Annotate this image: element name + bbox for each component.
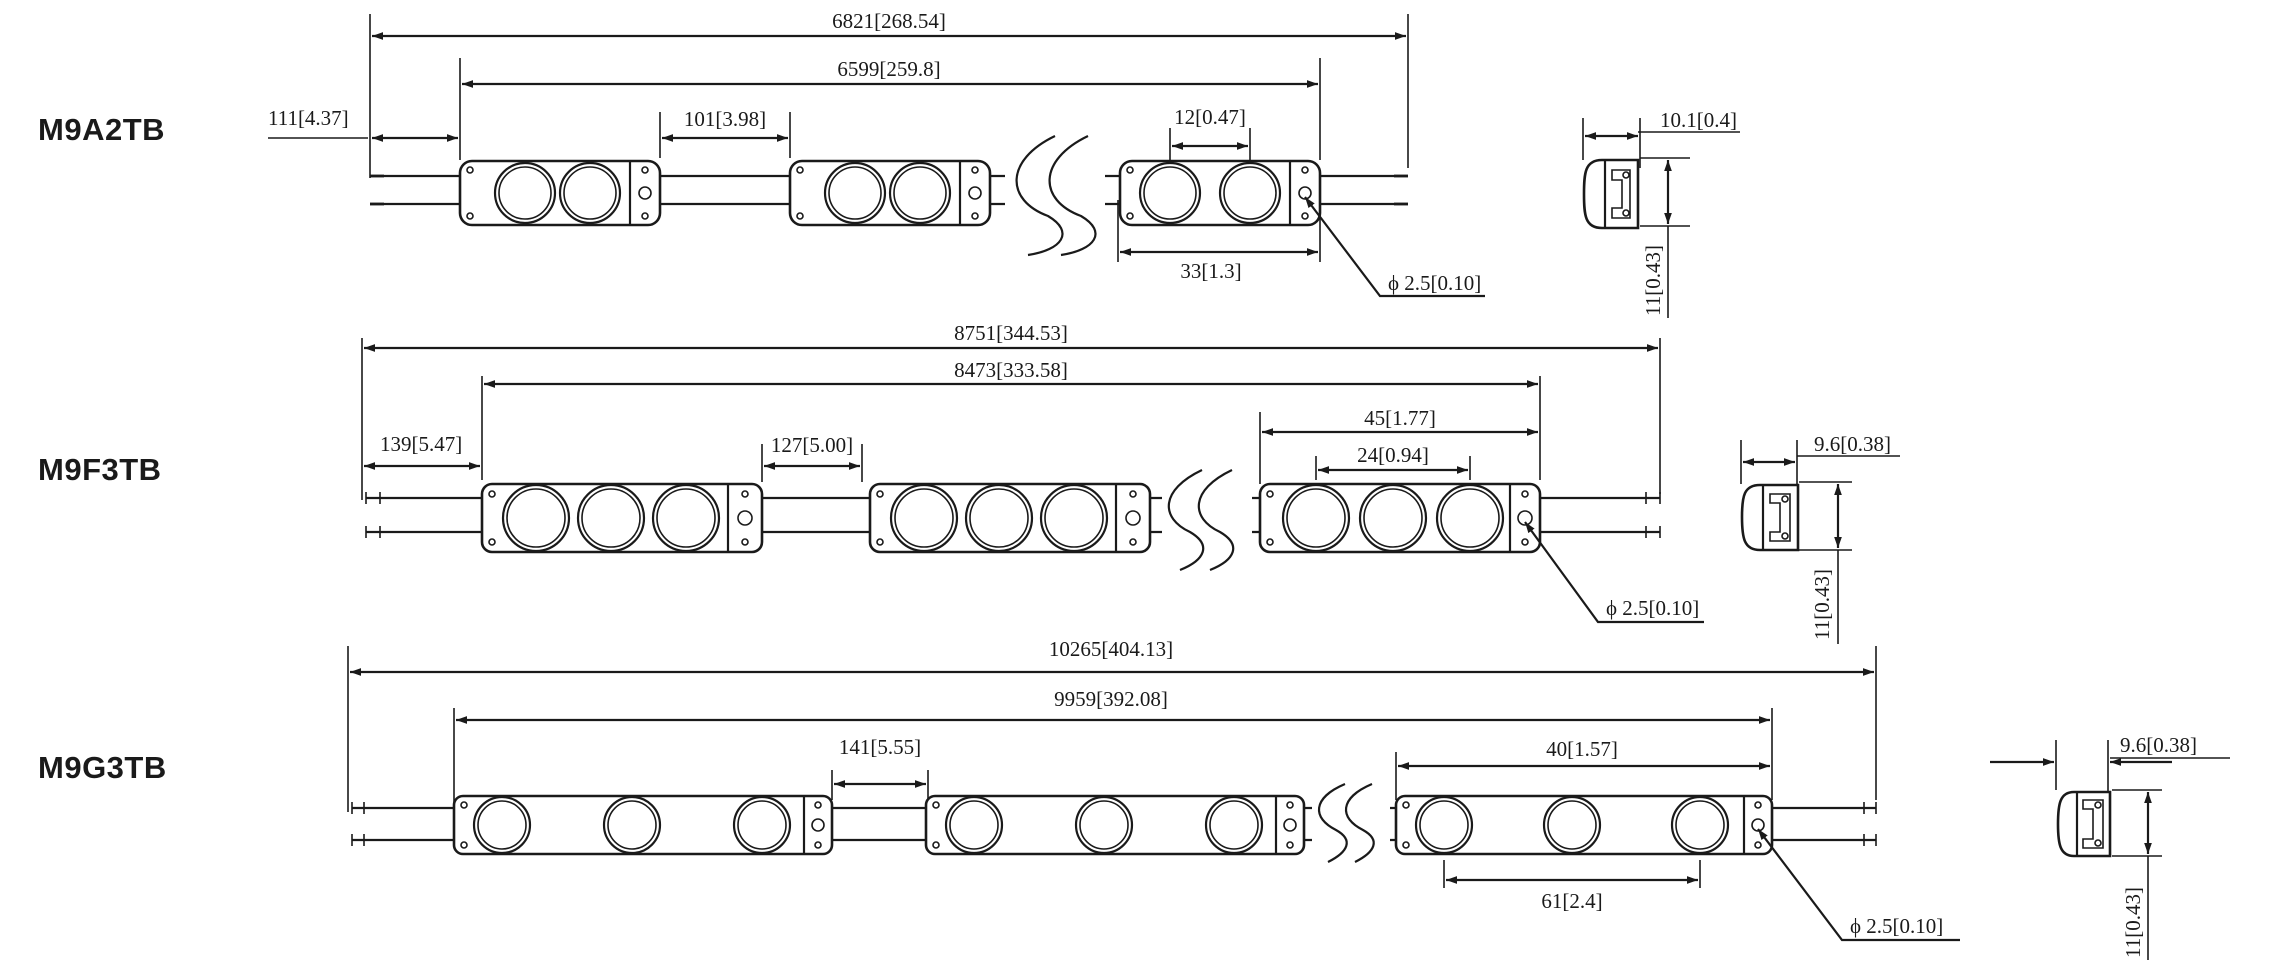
dim-total-f: 8751[344.53]	[954, 321, 1068, 345]
led-module	[924, 794, 1306, 856]
wave-break-icon	[1345, 782, 1375, 863]
dim-side-depth-f: 9.6[0.38]	[1814, 432, 1891, 456]
led-module	[1118, 159, 1322, 227]
dim-side-depth-a: 10.1[0.4]	[1660, 108, 1737, 132]
dim-lens-pitch-f: 24[0.94]	[1357, 443, 1429, 467]
wave-break-icon	[1015, 135, 1064, 257]
dim-lens-pitch-g: 61[2.4]	[1541, 889, 1602, 913]
side-view-m9g3tb: 9.6[0.38] 11[0.43]	[1990, 733, 2230, 960]
dim-hole-a: ϕ 2.5[0.10]	[1388, 271, 1481, 295]
led-module	[480, 482, 764, 554]
dim-module-g: 40[1.57]	[1546, 737, 1618, 761]
dim-hole-f: ϕ 2.5[0.10]	[1606, 596, 1699, 620]
model-label-m9g3tb: M9G3TB	[38, 750, 167, 785]
drawing-m9a2tb: 6821[268.54] 6599[259.8] 111[4.37] 101[3…	[268, 9, 1740, 318]
dim-lens-pitch-a: 12[0.47]	[1174, 105, 1246, 129]
dim-span-g: 9959[392.08]	[1054, 687, 1168, 711]
dim-lead-a: 111[4.37]	[268, 106, 349, 130]
led-module	[788, 159, 992, 227]
dim-side-height-g: 11[0.43]	[2121, 887, 2145, 958]
led-module	[458, 159, 662, 227]
dim-module-f: 45[1.77]	[1364, 406, 1436, 430]
dim-gap-g: 141[5.55]	[839, 735, 921, 759]
dim-module-a: 33[1.3]	[1180, 259, 1241, 283]
side-view-m9a2tb: 10.1[0.4] 11[0.43]	[1582, 108, 1740, 318]
dim-total-g: 10265[404.13]	[1049, 637, 1173, 661]
dim-side-depth-g: 9.6[0.38]	[2120, 733, 2197, 757]
dim-gap-f: 127[5.00]	[771, 433, 853, 457]
dim-side-height-a: 11[0.43]	[1641, 245, 1665, 316]
led-module	[1258, 482, 1542, 554]
led-module	[452, 794, 834, 856]
dim-gap-a: 101[3.98]	[684, 107, 766, 131]
wave-break-icon	[1197, 469, 1235, 572]
dim-hole-g: ϕ 2.5[0.10]	[1850, 914, 1943, 938]
dim-side-height-f: 11[0.43]	[1810, 569, 1834, 640]
led-module	[1394, 794, 1774, 856]
drawing-m9g3tb: 10265[404.13] 9959[392.08] 141[5.55] 40[…	[347, 637, 2230, 960]
model-label-m9f3tb: M9F3TB	[38, 452, 162, 487]
wave-break-icon	[1318, 782, 1348, 863]
model-label-m9a2tb: M9A2TB	[38, 112, 166, 147]
side-view-m9f3tb: 9.6[0.38] 11[0.43]	[1740, 432, 1900, 644]
dim-span-f: 8473[333.58]	[954, 358, 1068, 382]
dim-span-a: 6599[259.8]	[837, 57, 940, 81]
wave-break-icon	[1167, 469, 1205, 572]
wave-break-icon	[1048, 135, 1097, 257]
led-module	[868, 482, 1152, 554]
dim-total-a: 6821[268.54]	[832, 9, 946, 33]
dim-lead-f: 139[5.47]	[380, 432, 462, 456]
drawing-m9f3tb: 8751[344.53] 8473[333.58] 139[5.47] 127[…	[361, 321, 1900, 644]
